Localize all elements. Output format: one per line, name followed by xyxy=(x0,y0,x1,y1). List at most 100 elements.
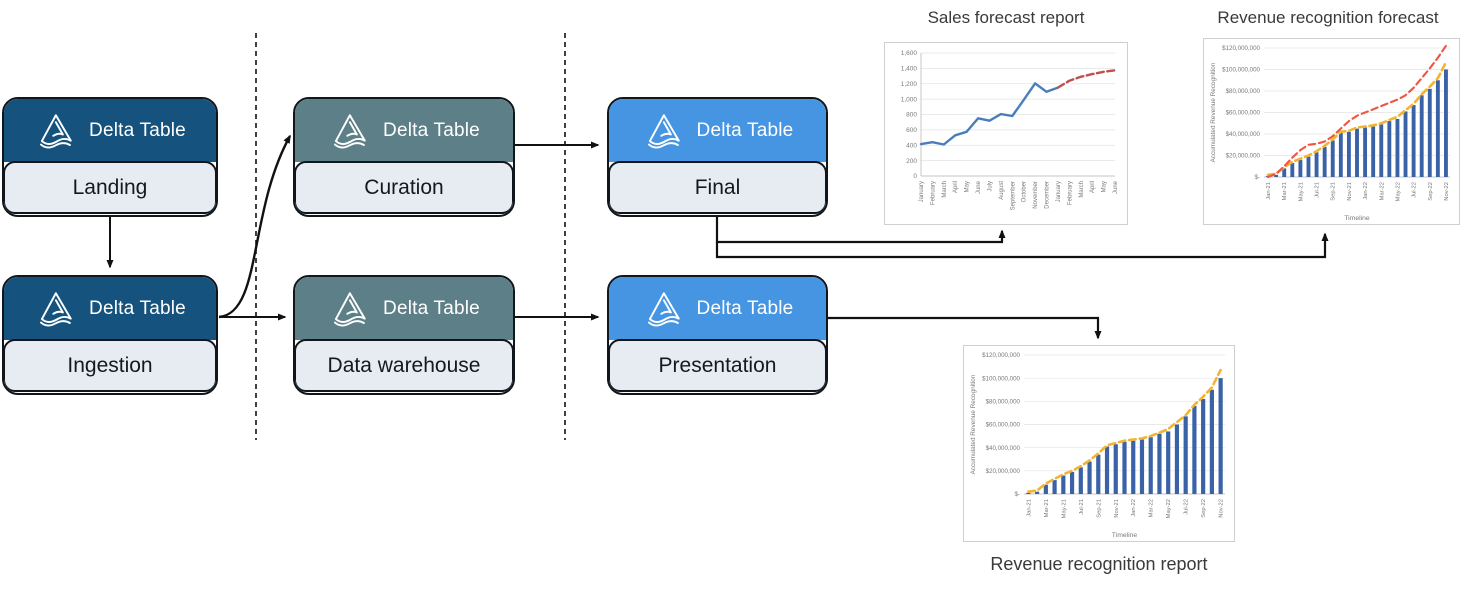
node-data-warehouse: Delta Table Data warehouse xyxy=(293,275,515,395)
svg-text:January: January xyxy=(1056,181,1062,202)
svg-text:$120,000,000: $120,000,000 xyxy=(1222,45,1260,52)
node-curation: Delta Table Curation xyxy=(293,97,515,217)
svg-text:$-: $- xyxy=(1254,174,1260,181)
svg-text:200: 200 xyxy=(906,158,917,165)
svg-text:Mar-21: Mar-21 xyxy=(1044,499,1050,517)
node-ingestion-header: Delta Table xyxy=(4,277,216,340)
revenue-recognition-forecast-chart: $-$20,000,000$40,000,000$60,000,000$80,0… xyxy=(1203,38,1460,225)
svg-text:February: February xyxy=(1067,181,1073,205)
node-landing-type: Delta Table xyxy=(89,119,186,141)
svg-text:September: September xyxy=(1010,181,1016,210)
svg-text:January: January xyxy=(919,181,925,202)
svg-text:July: July xyxy=(987,181,993,192)
svg-text:May-22: May-22 xyxy=(1395,182,1401,201)
svg-text:May: May xyxy=(1102,181,1108,192)
svg-text:$40,000,000: $40,000,000 xyxy=(986,445,1021,452)
svg-text:1,600: 1,600 xyxy=(901,50,918,57)
svg-text:Jan-21: Jan-21 xyxy=(1026,499,1032,517)
svg-text:March: March xyxy=(1079,181,1085,198)
svg-text:$-: $- xyxy=(1014,491,1020,498)
svg-text:$60,000,000: $60,000,000 xyxy=(1226,110,1261,117)
node-curation-header: Delta Table xyxy=(295,99,513,162)
svg-text:400: 400 xyxy=(906,142,917,149)
svg-text:$120,000,000: $120,000,000 xyxy=(982,352,1020,359)
svg-text:Accumulated Revenue Recognitio: Accumulated Revenue Recognition xyxy=(1210,62,1217,162)
node-presentation-header: Delta Table xyxy=(609,277,826,340)
svg-text:Sep-22: Sep-22 xyxy=(1201,499,1207,518)
svg-text:Nov-21: Nov-21 xyxy=(1347,182,1353,201)
svg-text:$100,000,000: $100,000,000 xyxy=(1222,67,1260,74)
svg-text:1,400: 1,400 xyxy=(901,66,918,73)
node-final-header: Delta Table xyxy=(609,99,826,162)
svg-text:Jan-22: Jan-22 xyxy=(1131,499,1137,517)
svg-text:1,200: 1,200 xyxy=(901,81,918,88)
svg-text:Jul-22: Jul-22 xyxy=(1412,182,1418,198)
node-ingestion: Delta Table Ingestion xyxy=(2,275,218,395)
svg-text:May: May xyxy=(965,181,971,192)
node-presentation: Delta Table Presentation xyxy=(607,275,828,395)
svg-text:May-22: May-22 xyxy=(1166,499,1172,518)
svg-text:December: December xyxy=(1045,181,1051,209)
svg-text:April: April xyxy=(953,181,959,193)
revenue-recognition-report-chart-title: Revenue recognition report xyxy=(990,554,1208,574)
svg-text:$20,000,000: $20,000,000 xyxy=(1226,153,1261,160)
svg-text:Jul-21: Jul-21 xyxy=(1079,499,1085,515)
svg-text:August: August xyxy=(999,181,1005,200)
svg-text:Sep-21: Sep-21 xyxy=(1096,499,1102,518)
svg-text:Jan-21: Jan-21 xyxy=(1266,182,1272,200)
svg-text:Timeline: Timeline xyxy=(1112,532,1138,539)
svg-text:1,000: 1,000 xyxy=(901,96,918,103)
delta-lake-logo-icon xyxy=(647,113,680,148)
svg-text:$60,000,000: $60,000,000 xyxy=(986,422,1021,429)
svg-text:Mar-22: Mar-22 xyxy=(1379,182,1385,200)
svg-text:Sep-22: Sep-22 xyxy=(1428,182,1434,201)
revenue-recognition-report-chart: $-$20,000,000$40,000,000$60,000,000$80,0… xyxy=(963,345,1235,542)
svg-text:Mar-22: Mar-22 xyxy=(1149,499,1155,517)
delta-lake-logo-icon xyxy=(40,113,72,148)
arrow-final-to-revenue-forecast-chart xyxy=(715,232,1329,259)
svg-text:Nov-22: Nov-22 xyxy=(1444,182,1450,201)
node-final-type: Delta Table xyxy=(696,119,794,141)
node-ingestion-type: Delta Table xyxy=(89,297,186,319)
delta-lake-logo-icon xyxy=(647,291,680,326)
node-data-warehouse-type: Delta Table xyxy=(383,297,480,319)
svg-text:600: 600 xyxy=(906,127,917,134)
svg-text:800: 800 xyxy=(906,112,917,119)
svg-text:March: March xyxy=(942,181,948,198)
sales-forecast-chart-title: Sales forecast report xyxy=(927,8,1085,27)
arrow-presentation-to-revenue-report-chart xyxy=(828,316,1102,340)
svg-text:$100,000,000: $100,000,000 xyxy=(982,375,1020,382)
svg-text:Jul-22: Jul-22 xyxy=(1184,499,1190,515)
svg-text:May-21: May-21 xyxy=(1061,499,1067,518)
node-data-warehouse-label: Data warehouse xyxy=(295,339,513,392)
node-curation-label: Curation xyxy=(295,161,513,214)
delta-lake-logo-icon xyxy=(40,291,72,326)
svg-text:Sep-21: Sep-21 xyxy=(1331,182,1337,201)
node-final-label: Final xyxy=(609,161,826,214)
svg-text:$40,000,000: $40,000,000 xyxy=(1226,131,1261,138)
svg-text:June: June xyxy=(1113,180,1119,194)
svg-text:Mar-21: Mar-21 xyxy=(1282,182,1288,200)
node-curation-type: Delta Table xyxy=(383,119,480,141)
node-presentation-label: Presentation xyxy=(609,339,826,392)
delta-lake-logo-icon xyxy=(334,113,366,148)
node-data-warehouse-header: Delta Table xyxy=(295,277,513,340)
revenue-recognition-forecast-chart-title: Revenue recognition forecast xyxy=(1217,8,1439,27)
svg-text:April: April xyxy=(1090,181,1096,193)
svg-text:$20,000,000: $20,000,000 xyxy=(986,468,1021,475)
node-landing-label: Landing xyxy=(4,161,216,214)
svg-text:October: October xyxy=(1022,181,1028,202)
svg-text:Jan-22: Jan-22 xyxy=(1363,182,1369,200)
svg-text:Accumulated Revenue Recognitio: Accumulated Revenue Recognition xyxy=(970,374,977,474)
node-final: Delta Table Final xyxy=(607,97,828,217)
svg-text:November: November xyxy=(1033,181,1039,209)
arrow-ingestion-to-curation xyxy=(218,134,292,319)
svg-text:0: 0 xyxy=(913,173,917,180)
svg-text:February: February xyxy=(930,181,936,205)
node-landing: Delta Table Landing xyxy=(2,97,218,217)
svg-text:Nov-22: Nov-22 xyxy=(1219,499,1225,518)
node-landing-header: Delta Table xyxy=(4,99,216,162)
svg-text:Nov-21: Nov-21 xyxy=(1114,499,1120,518)
